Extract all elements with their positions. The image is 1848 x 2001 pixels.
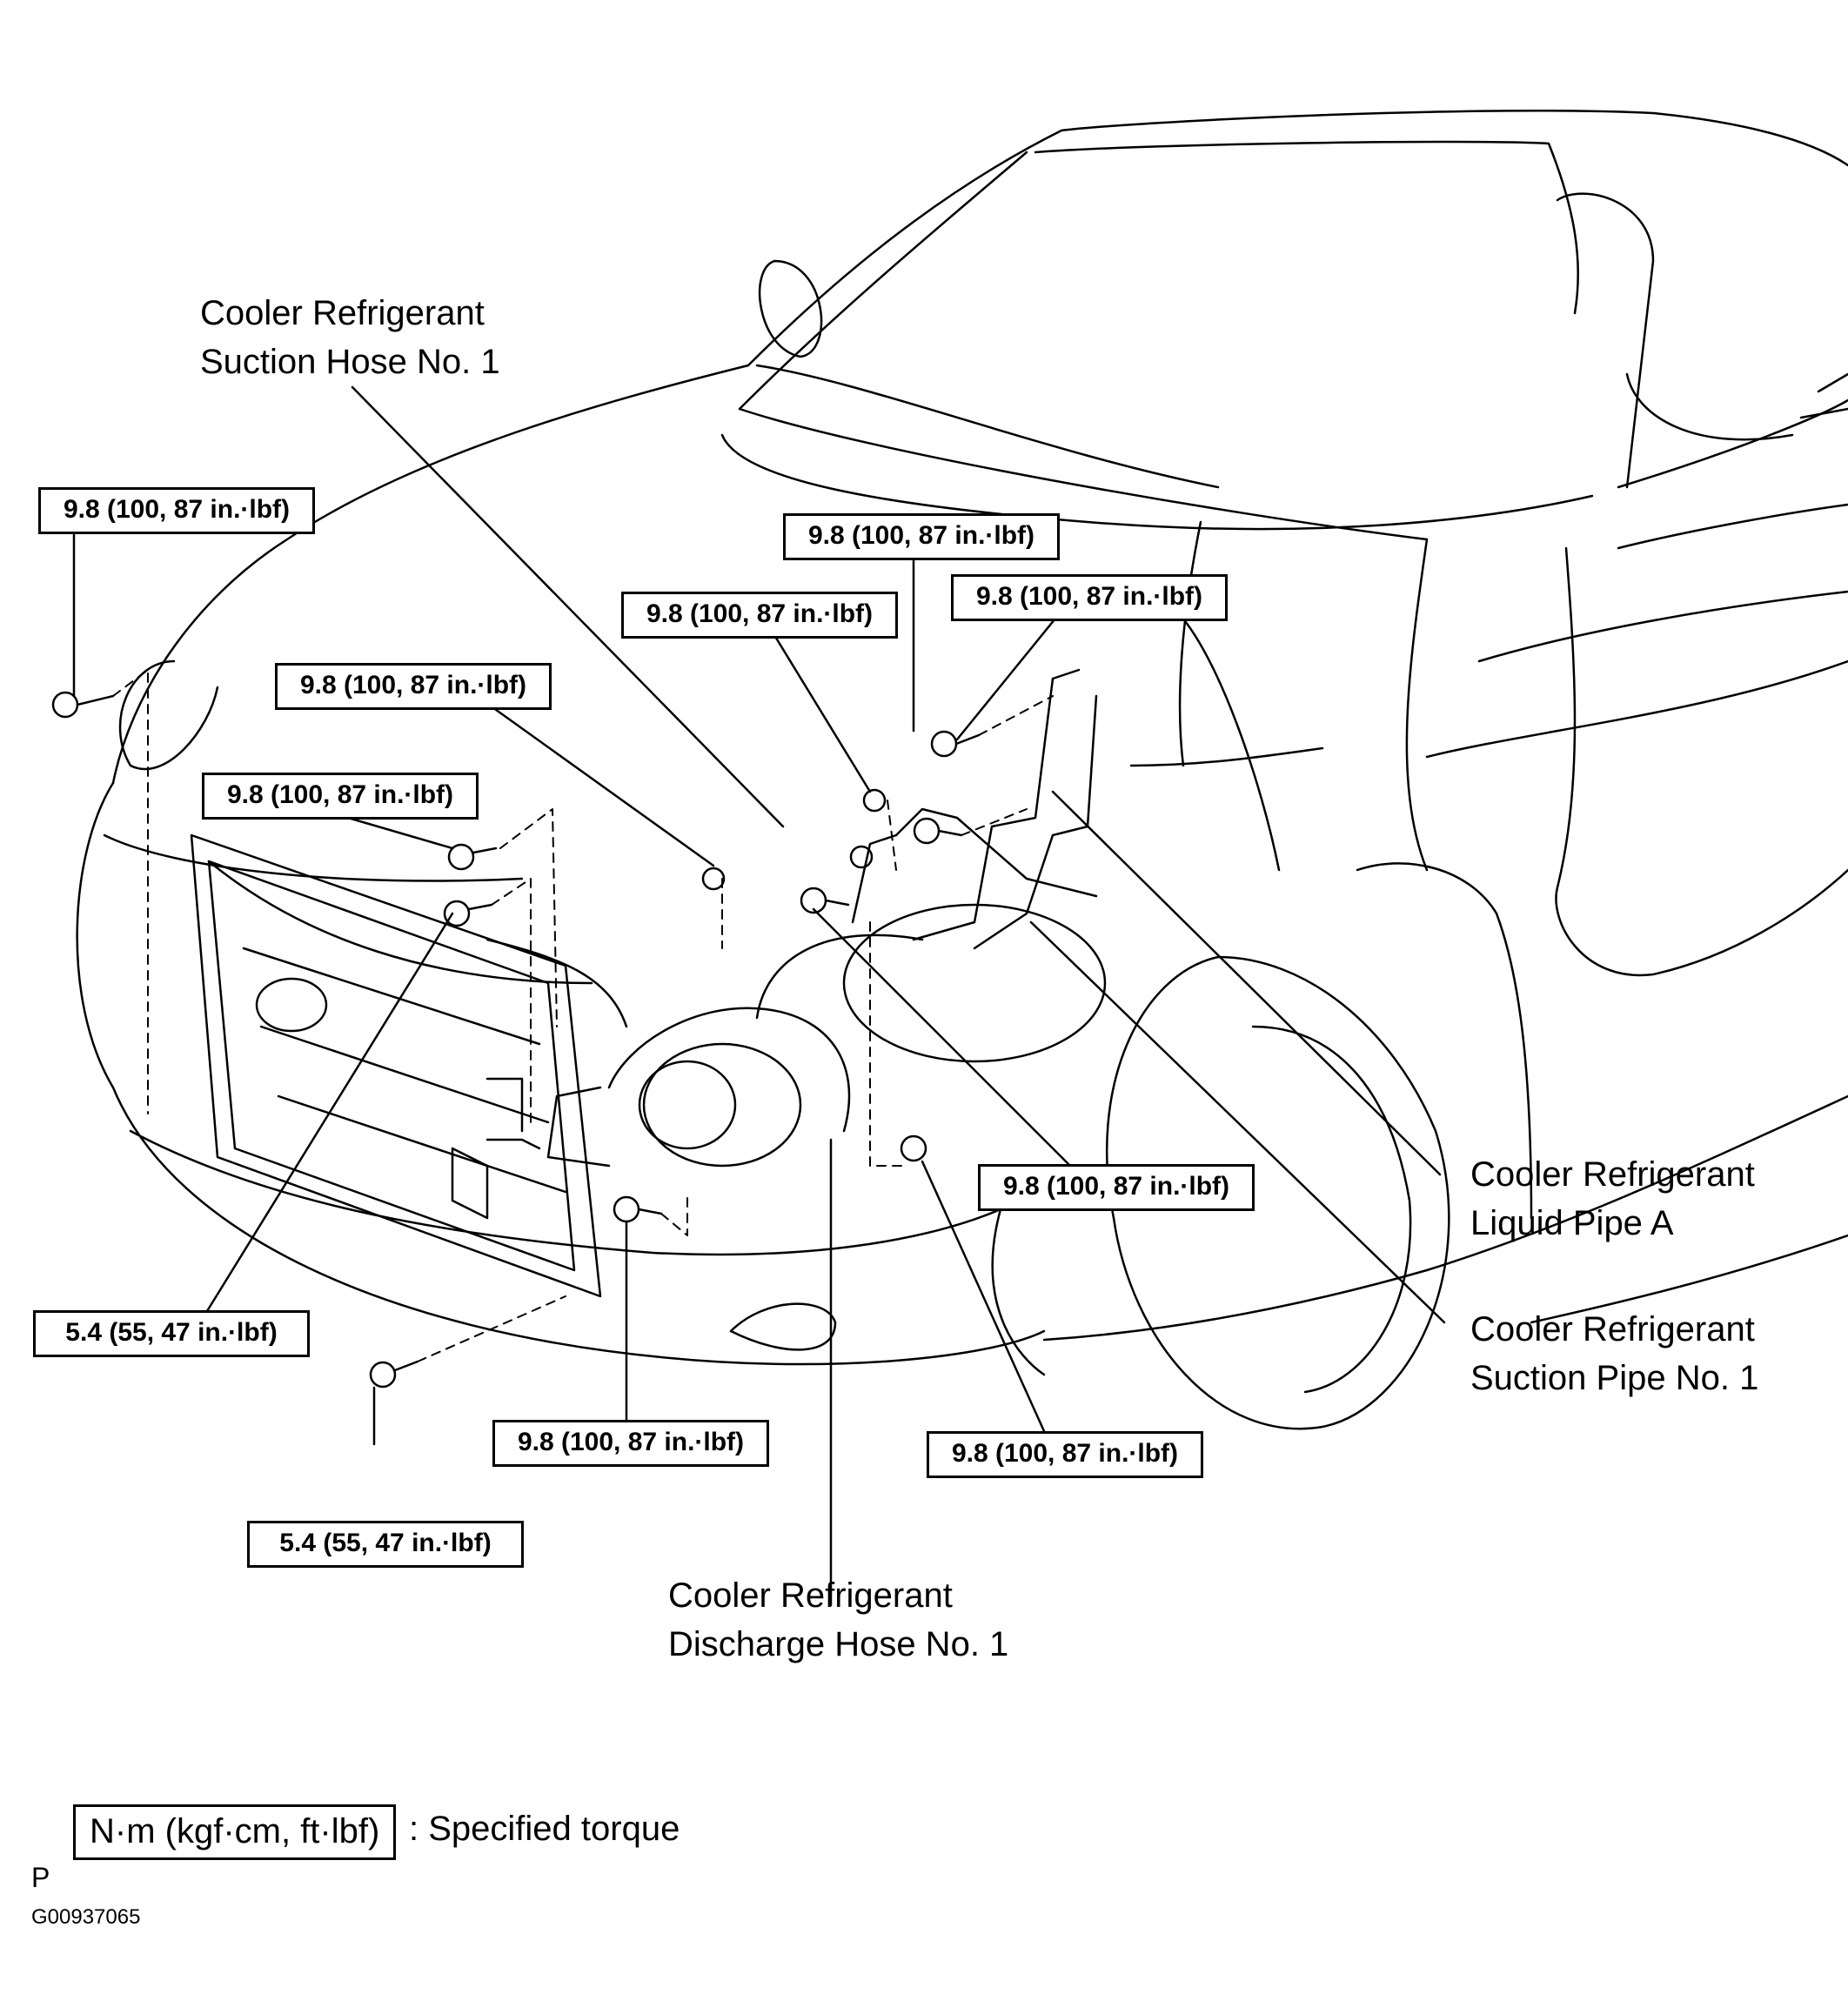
leader-lines (72, 385, 1446, 1607)
label-suction-pipe-no1: Cooler Refrigerant Suction Pipe No. 1 (1470, 1305, 1758, 1402)
label-suction-hose-no1: Cooler Refrigerant Suction Hose No. 1 (200, 289, 500, 386)
label-liquid-pipe-a: Cooler Refrigerant Liquid Pipe A (1470, 1150, 1755, 1248)
torque-spec-box: 9.8 (100, 87 in.·lbf) (621, 592, 898, 639)
torque-spec-box: 9.8 (100, 87 in.·lbf) (202, 773, 479, 820)
torque-spec-box: 9.8 (100, 87 in.·lbf) (978, 1164, 1255, 1211)
label-line: Discharge Hose No. 1 (668, 1625, 1009, 1663)
torque-spec-box: 9.8 (100, 87 in.·lbf) (275, 663, 552, 710)
label-line: Suction Pipe No. 1 (1470, 1359, 1759, 1397)
label-line: Cooler Refrigerant (668, 1576, 953, 1615)
radiator-grille (190, 833, 628, 1298)
fasteners (51, 691, 981, 1389)
torque-spec-box: 9.8 (100, 87 in.·lbf) (783, 513, 1060, 560)
label-discharge-hose-no1: Cooler Refrigerant Discharge Hose No. 1 (668, 1571, 1008, 1669)
legend-unit-box: N·m (kgf·cm, ft·lbf) (73, 1804, 397, 1860)
torque-spec-box: 9.8 (100, 87 in.·lbf) (38, 487, 315, 534)
torque-spec-box: 5.4 (55, 47 in.·lbf) (247, 1521, 524, 1568)
figure-id: G00937065 (31, 1905, 141, 1929)
torque-spec-box: 5.4 (55, 47 in.·lbf) (33, 1310, 310, 1357)
legend-description: : Specified torque (409, 1810, 680, 1848)
compressor-piping (485, 668, 1107, 1168)
label-line: Cooler Refrigerant (1470, 1155, 1755, 1194)
torque-spec-box: 9.8 (100, 87 in.·lbf) (492, 1420, 769, 1467)
dashed-guides (112, 669, 1054, 1362)
torque-spec-box: 9.8 (100, 87 in.·lbf) (927, 1431, 1203, 1478)
label-line: Liquid Pipe A (1470, 1204, 1674, 1242)
torque-spec-box: 9.8 (100, 87 in.·lbf) (951, 574, 1228, 621)
view-code: P (31, 1862, 50, 1893)
label-line: Cooler Refrigerant (1470, 1310, 1755, 1348)
label-line: Suction Hose No. 1 (200, 343, 500, 381)
label-line: Cooler Refrigerant (200, 294, 485, 332)
